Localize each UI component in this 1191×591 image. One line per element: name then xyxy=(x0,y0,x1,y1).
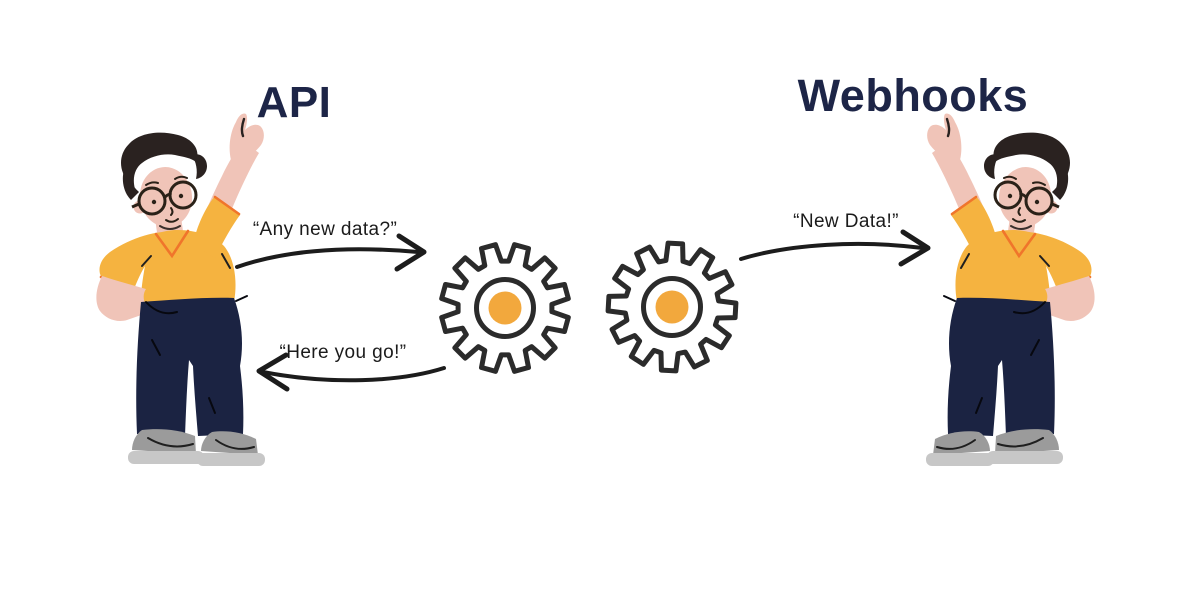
gear-icon-left xyxy=(439,242,571,374)
push-arrow xyxy=(739,229,931,267)
gear-center-right xyxy=(655,290,689,324)
request-label: “Any new data?” xyxy=(252,219,398,240)
response-label: “Here you go!” xyxy=(279,342,407,363)
person-illustration-webhooks xyxy=(924,112,1097,468)
person-illustration-api xyxy=(94,112,267,468)
request-arrow xyxy=(235,233,427,272)
api-title: API xyxy=(256,78,332,127)
gear-center-left xyxy=(488,291,522,325)
webhooks-title: Webhooks xyxy=(797,70,1029,121)
push-label: “New Data!” xyxy=(793,211,899,232)
response-arrow xyxy=(256,352,446,392)
gear-icon-right xyxy=(605,240,739,374)
